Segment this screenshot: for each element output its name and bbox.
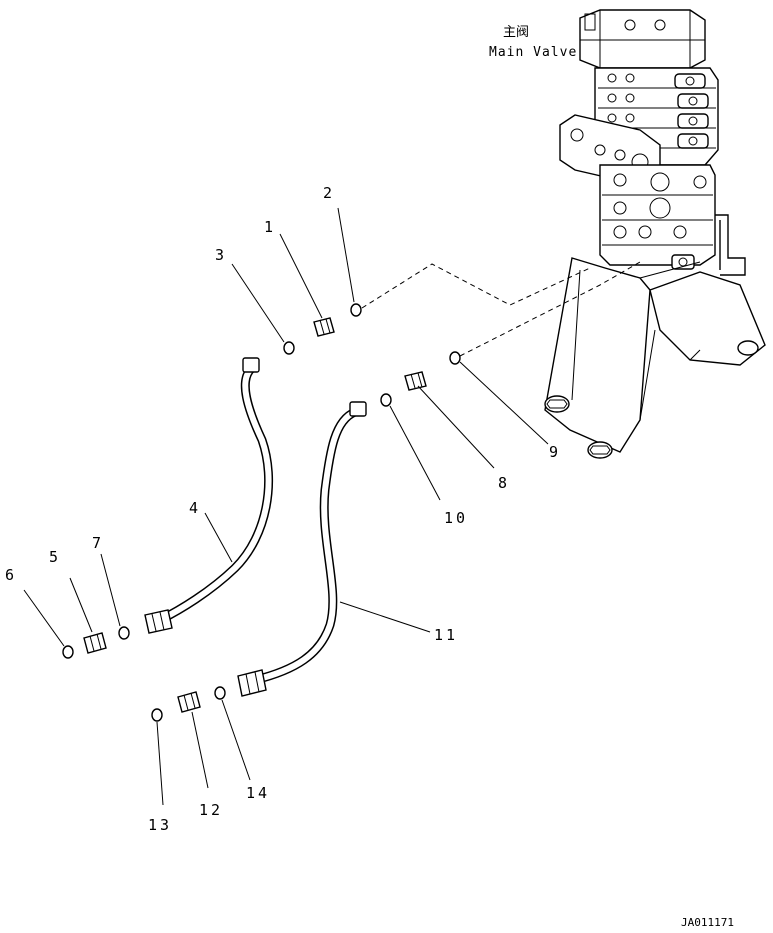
part-label-4: 4: [189, 499, 201, 517]
part-label-1: 1: [264, 218, 276, 236]
connection-line: [459, 261, 641, 357]
fitting-part-1: [313, 317, 335, 337]
part-label-3: 3: [215, 246, 227, 264]
bracket-bolt: [737, 340, 759, 356]
o-ring-part-7: [118, 626, 130, 640]
o-ring-part-2: [350, 303, 362, 317]
o-ring-part-13: [151, 708, 163, 722]
part-label-12: 12: [199, 801, 223, 819]
fitting-part-8: [404, 371, 427, 391]
hose-part-4: [144, 357, 274, 634]
hose-part-11: [237, 401, 367, 697]
o-ring-part-10: [380, 393, 392, 407]
part-label-9: 9: [549, 443, 561, 461]
bracket-bolt: [587, 441, 613, 459]
drawing-code: JA011171: [681, 916, 734, 929]
part-label-2: 2: [323, 184, 335, 202]
part-label-8: 8: [498, 474, 510, 492]
main-valve-assembly: [544, 9, 766, 459]
leader-lines: [23, 207, 549, 806]
o-ring-part-9: [449, 351, 461, 365]
fitting-part-5: [83, 632, 107, 654]
o-ring-part-6: [62, 645, 74, 659]
main-valve-label-cn: 主阀: [503, 25, 529, 40]
part-label-13: 13: [148, 816, 172, 834]
part-label-14: 14: [246, 784, 270, 802]
o-ring-part-3: [283, 341, 295, 355]
part-label-10: 10: [444, 509, 468, 527]
part-label-6: 6: [5, 566, 17, 584]
part-label-11: 11: [434, 626, 458, 644]
main-valve-label-en: Main Valve: [489, 45, 577, 60]
fitting-part-12: [177, 691, 201, 713]
connection-line: [361, 263, 591, 309]
o-ring-part-14: [214, 686, 226, 700]
part-label-7: 7: [92, 534, 104, 552]
bracket-bolt: [544, 395, 570, 413]
part-label-5: 5: [49, 548, 61, 566]
